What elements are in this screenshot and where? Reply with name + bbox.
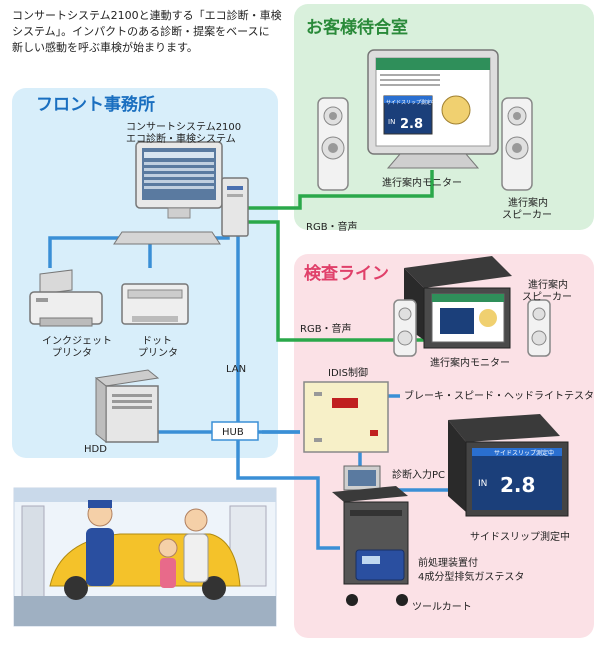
inspection-speaker-right bbox=[527, 299, 551, 357]
side-slip-value: 2.8 bbox=[500, 473, 535, 497]
tool-cart bbox=[332, 465, 409, 606]
intro-line-1: コンサートシステム2100と連動する「エコ診断・車検 bbox=[12, 8, 282, 22]
dot-printer-label-line-2: プリンタ bbox=[138, 347, 178, 359]
tester-label: ブレーキ・スピード・ヘッドライトテスタ bbox=[404, 389, 594, 402]
rgb-line-inspection bbox=[240, 220, 440, 342]
intro-line-3: 新しい感動を呼ぶ車検が始まります。 bbox=[12, 40, 198, 54]
waiting-monitor bbox=[367, 49, 499, 169]
inspection-speaker-label-line-2: スピーカー bbox=[522, 291, 572, 303]
waiting-monitor-label: 進行案内モニター bbox=[382, 176, 462, 189]
waiting-screen-value: 2.8 bbox=[400, 117, 423, 132]
child-figure bbox=[158, 538, 178, 588]
rgb-line-waiting bbox=[246, 170, 434, 210]
rgb-label-inspection: RGB・音声 bbox=[300, 322, 352, 335]
inkjet-label-line-2: プリンタ bbox=[52, 347, 92, 359]
waiting-screen-header: サイドスリップ測定中 bbox=[386, 99, 436, 106]
hub-label: HUB bbox=[222, 427, 244, 438]
inspection-monitor bbox=[404, 256, 512, 349]
mechanic-figure bbox=[86, 500, 114, 586]
garage-illustration bbox=[13, 487, 277, 627]
side-slip-label: サイドスリップ測定中 bbox=[470, 530, 570, 543]
dot-printer-label-line-1: ドット bbox=[142, 336, 172, 347]
idis-control-box bbox=[303, 381, 389, 453]
diag-pc-label: 診断入力PC bbox=[392, 468, 445, 481]
inspection-speaker-left bbox=[393, 299, 417, 357]
side-slip-in: IN bbox=[478, 479, 487, 489]
keyboard bbox=[113, 231, 221, 245]
intro-line-2: システム」。インパクトのある診断・提案をベースに bbox=[12, 24, 270, 38]
side-slip-header: サイドスリップ測定中 bbox=[494, 449, 554, 457]
waiting-room-title: お客様待合室 bbox=[306, 17, 408, 38]
idis-label: IDIS制御 bbox=[328, 366, 368, 379]
gas-tester-label-line-2: 4成分型排気ガステスタ bbox=[418, 570, 524, 583]
waiting-speaker-label-line-2: スピーカー bbox=[502, 209, 552, 221]
pc-tower bbox=[221, 177, 249, 237]
front-office-title: フロント事務所 bbox=[36, 94, 155, 115]
waiting-speaker-right bbox=[501, 97, 533, 191]
inspection-monitor-label: 進行案内モニター bbox=[430, 356, 510, 369]
main-pc bbox=[113, 141, 249, 245]
pc-label-line-2: エコ診断・車検システム bbox=[126, 132, 236, 145]
hub-box bbox=[211, 421, 259, 441]
hdd-device bbox=[94, 369, 160, 444]
gas-tester-label-line-1: 前処理装置付 bbox=[418, 556, 478, 569]
side-slip-screen bbox=[472, 448, 562, 510]
waiting-speaker-label-line-1: 進行案内 bbox=[508, 196, 548, 209]
tool-cart-label: ツールカート bbox=[412, 601, 472, 613]
waiting-screen-in: IN bbox=[388, 118, 395, 126]
lan-label: LAN bbox=[226, 364, 246, 375]
pc-label-line-1: コンサートシステム2100 bbox=[126, 121, 241, 133]
dot-printer bbox=[121, 283, 189, 325]
inspection-line-title: 検査ライン bbox=[304, 263, 389, 284]
gas-tester bbox=[355, 549, 405, 581]
hdd-label: HDD bbox=[84, 444, 107, 455]
inspection-speaker-label-line-1: 進行案内 bbox=[528, 278, 568, 291]
rgb-label-waiting: RGB・音声 bbox=[306, 220, 358, 233]
inkjet-label-line-1: インクジェット bbox=[42, 335, 112, 347]
waiting-speaker-left bbox=[317, 97, 349, 191]
pc-inkjet-printer-line bbox=[48, 236, 150, 268]
inkjet-printer bbox=[29, 269, 103, 327]
side-slip-monitor bbox=[448, 414, 569, 517]
customer-man-figure bbox=[183, 508, 209, 583]
green-rgb-lines bbox=[240, 170, 440, 342]
lan-line bbox=[236, 232, 340, 550]
